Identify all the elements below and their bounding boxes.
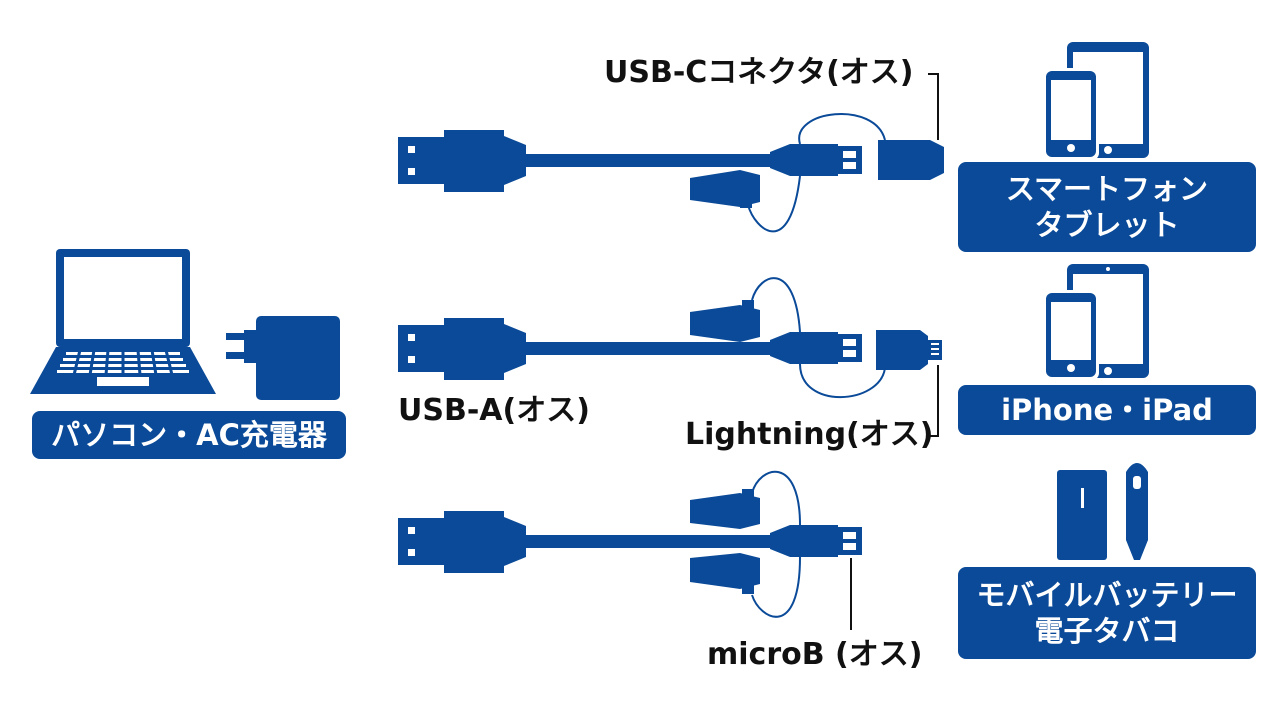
battery-icon xyxy=(1057,470,1107,560)
battery-label: モバイルバッテリー xyxy=(976,578,1238,612)
battery-ecig-box: モバイルバッテリー 電子タバコ xyxy=(958,567,1256,659)
iphone-icon xyxy=(1043,290,1099,380)
lightning-cable xyxy=(398,277,942,398)
usb-c-cable xyxy=(398,113,944,233)
iphone-ipad-label: iPhone・iPad xyxy=(1001,393,1213,427)
leader-lines xyxy=(850,73,939,630)
tablet-label: タブレット xyxy=(1034,208,1180,242)
usb-a-label: USB-A(オス) xyxy=(398,393,590,428)
microb-label: microB (オス) xyxy=(707,637,923,672)
smartphone-tablet-box: スマートフォン タブレット xyxy=(958,162,1256,252)
smartphone-label: スマートフォン xyxy=(1005,172,1209,206)
usb-c-label: USB-Cコネクタ(オス) xyxy=(604,55,914,90)
pc-label-box: パソコン・AC充電器 xyxy=(32,411,346,459)
microb-cable xyxy=(398,470,862,618)
iphone-ipad-box: iPhone・iPad xyxy=(958,385,1256,435)
pc-label: パソコン・AC充電器 xyxy=(51,418,327,452)
smartphone-icon xyxy=(1043,68,1099,160)
ecig-label: 電子タバコ xyxy=(1034,614,1180,648)
ac-adapter-icon xyxy=(226,316,340,400)
lightning-label: Lightning(オス) xyxy=(685,417,934,452)
laptop-icon xyxy=(30,249,216,394)
ecig-icon xyxy=(1126,463,1148,560)
